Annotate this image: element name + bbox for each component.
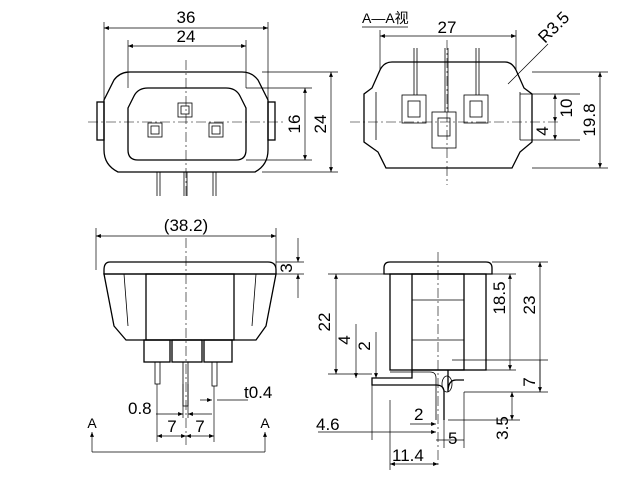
section-radius: R3.5: [534, 8, 573, 47]
side-dim-4: 4: [335, 335, 354, 344]
section-dim-19-8: 19.8: [580, 103, 599, 136]
front-inner-socket: [127, 87, 247, 161]
front-view: 36 24 16 24: [88, 8, 338, 198]
side-depth-11-4: 11.4: [392, 446, 424, 465]
side-dim-3-5: 3.5: [493, 416, 512, 440]
side-dim-2: 2: [355, 341, 374, 350]
front-width-outer: 36: [177, 8, 196, 27]
front-width-inner: 24: [177, 27, 196, 46]
section-title: A—A视: [362, 10, 409, 26]
front-contacts: [147, 102, 224, 138]
bottom-pitch-right: 7: [195, 417, 204, 436]
front-height-inner: 16: [285, 115, 304, 134]
front-right-tab: [267, 101, 276, 141]
side-dim-2-bottom: 2: [414, 405, 423, 424]
side-dim-5: 5: [448, 429, 457, 448]
front-outer-body: [103, 71, 269, 173]
bottom-body: [103, 273, 277, 341]
side-lead-inner: [390, 371, 437, 420]
section-contacts: [401, 48, 489, 149]
side-dim-7: 7: [520, 377, 539, 386]
side-height-18-5: 18.5: [490, 281, 509, 314]
side-view: 22 4 2 18.5 23 7 3.5 4.6 2 5: [315, 252, 548, 470]
section-inner-lines: [375, 92, 521, 140]
side-clip: [441, 375, 453, 393]
bottom-flange: [103, 261, 277, 275]
side-offset-4-6: 4.6: [316, 415, 340, 434]
bottom-inner-lines: [123, 273, 257, 327]
front-height-outer: 24: [311, 115, 330, 134]
bottom-thickness: t0.4: [244, 383, 272, 402]
bottom-view: (38.2) 3 t0.4 0.8 7 7 A A: [87, 216, 304, 453]
bottom-pin-gap: 0.8: [128, 399, 152, 418]
side-height-23: 23: [520, 296, 539, 315]
section-view: A—A视 27 R3.5: [350, 8, 608, 185]
bottom-terminals: [143, 339, 233, 407]
front-left-tab: [96, 101, 105, 141]
section-pin-span: 27: [438, 18, 457, 37]
front-pins: [156, 172, 217, 196]
section-dim-4: 4: [533, 126, 552, 135]
bottom-pitch-left: 7: [167, 417, 176, 436]
section-marker-left: A: [87, 415, 97, 431]
bottom-overall-width: (38.2): [164, 216, 208, 235]
section-body: [363, 61, 533, 169]
bottom-center-block: [145, 273, 235, 341]
section-dim-10: 10: [557, 99, 576, 118]
section-marker-right: A: [260, 415, 270, 431]
side-height-22: 22: [315, 313, 334, 332]
bottom-flange-dim: 3: [277, 263, 296, 272]
